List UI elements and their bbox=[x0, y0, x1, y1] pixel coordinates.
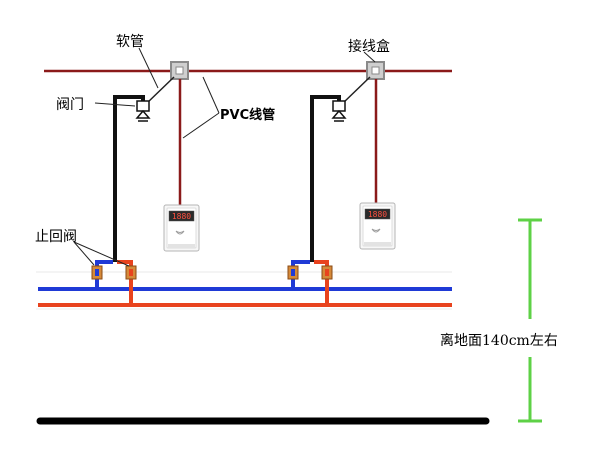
ball-valve-icon bbox=[331, 100, 347, 122]
dimension-marker bbox=[518, 218, 542, 423]
check-valve-icon bbox=[287, 265, 299, 280]
label-check-valve: 止回阀 bbox=[35, 229, 77, 245]
hot-riser-right bbox=[314, 260, 329, 305]
water-heater-icon bbox=[163, 204, 200, 252]
label-hose: 软管 bbox=[116, 34, 144, 50]
heater-display-right: 1880 bbox=[368, 210, 387, 219]
label-junction-box: 接线盒 bbox=[348, 39, 390, 55]
junction-box-icon bbox=[170, 61, 189, 80]
water-heater-icon bbox=[359, 202, 396, 250]
cold-riser-right bbox=[291, 260, 310, 289]
ball-valve-icon bbox=[135, 100, 151, 122]
check-valve-icon bbox=[125, 265, 137, 280]
leader-pvc-1 bbox=[202, 76, 220, 114]
black-pipe-left bbox=[113, 95, 145, 262]
check-valve-icon bbox=[321, 265, 333, 280]
hot-riser-left bbox=[117, 260, 133, 305]
leader-pvc-2 bbox=[182, 112, 220, 139]
leader-hose bbox=[138, 47, 159, 89]
hose-line-left bbox=[145, 76, 175, 105]
junction-box-icon bbox=[366, 61, 385, 80]
cold-riser-left bbox=[95, 260, 113, 289]
hose-line-right bbox=[341, 76, 371, 105]
check-valve-icon bbox=[91, 265, 103, 280]
label-valve: 阀门 bbox=[56, 97, 84, 113]
leader-check-1 bbox=[73, 241, 95, 266]
label-pvc-conduit: PVC线管 bbox=[220, 108, 276, 123]
heater-display-left: 1880 bbox=[172, 212, 191, 221]
leader-check-2 bbox=[73, 241, 130, 267]
black-pipe-right bbox=[310, 95, 341, 262]
label-height: 离地面140cm左右 bbox=[440, 333, 558, 349]
leader-valve bbox=[94, 102, 136, 107]
leader-box bbox=[363, 51, 376, 63]
